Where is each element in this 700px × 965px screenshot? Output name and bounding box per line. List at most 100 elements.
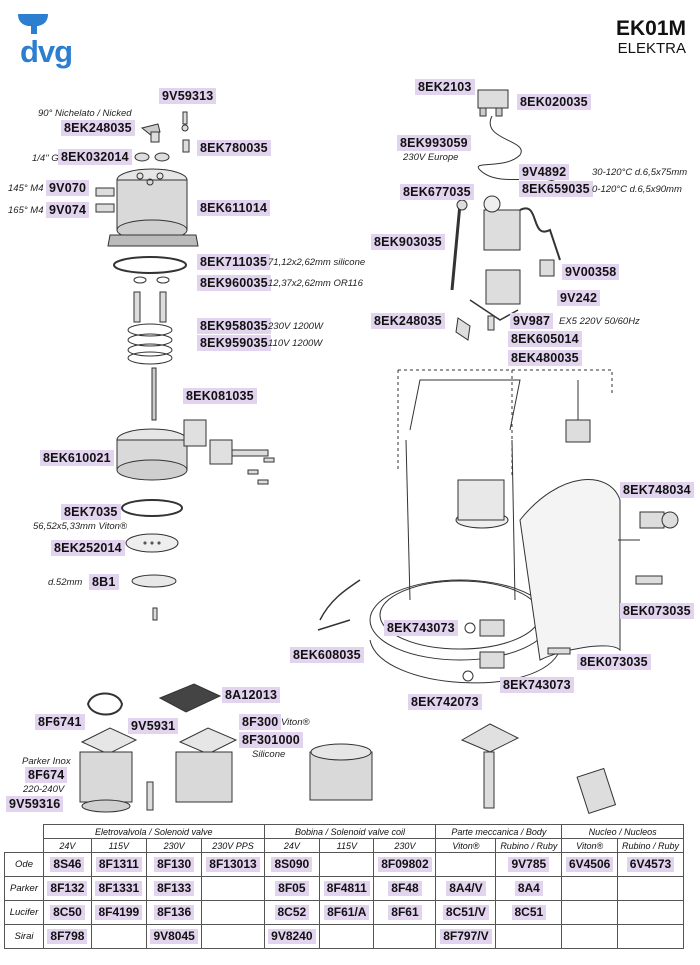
model-title: EK01M [615, 17, 686, 40]
part-label: 8EK960035 [197, 275, 271, 291]
part-label: 8EK081035 [183, 388, 257, 404]
table-cell [495, 924, 563, 949]
table-cell: 8C51 [495, 900, 563, 925]
part-label: 8EK711035 [197, 254, 271, 270]
row-label: Ode [4, 852, 44, 877]
table-cell: 8A4 [495, 876, 563, 901]
part-label: 8F300 [239, 714, 282, 730]
part-number: 8F61/A [324, 905, 370, 920]
part-number: 8F1331 [95, 881, 143, 896]
filter-icon [539, 259, 555, 277]
elbow-fitting-icon [140, 123, 161, 143]
table-cell [90, 924, 147, 949]
knob-icon [462, 619, 505, 682]
part-note: 71,12x2,62mm silicone [268, 257, 366, 268]
table-cell: 8F48 [373, 876, 437, 901]
table-cell: 8C50 [43, 900, 92, 925]
coil-only-icon [309, 743, 373, 801]
part-label: 9V59316 [6, 796, 64, 812]
group-header: Bobina / Solenoid valve coil [263, 824, 437, 839]
part-note: 30-120°C d.6,5x75mm [592, 167, 688, 178]
table-cell: 8F130 [145, 852, 203, 877]
part-note: 230V Europe [403, 152, 459, 163]
table-cell: 8F797/V [435, 924, 497, 949]
small-screw-icon [247, 457, 275, 485]
part-number: 8F1311 [95, 857, 142, 872]
part-number: 8C50 [50, 905, 85, 920]
capillary-icon [519, 207, 561, 261]
table-cell: 8F05 [263, 876, 321, 901]
part-number: 6V4573 [626, 857, 675, 872]
column-header: 24V [263, 838, 321, 853]
column-header: 24V [43, 838, 92, 853]
part-label: 8EK073035 [577, 654, 651, 670]
group-header: Eletrovalvola / Solenoid valve [43, 824, 265, 839]
part-number: 8F09802 [378, 857, 432, 872]
part-note: 145° M4 [8, 183, 44, 194]
group-header: Parte meccanica / Body [435, 824, 563, 839]
table-cell [435, 852, 497, 877]
part-number: 9V8045 [150, 929, 198, 944]
model-subtitle: ELEKTRA [617, 40, 686, 57]
table-cell: 9V8045 [145, 924, 203, 949]
table-cell: 9V8240 [263, 924, 321, 949]
part-label: 8B1 [89, 574, 119, 590]
shower-screen-icon [125, 533, 179, 553]
solenoid-gasket-icon [86, 692, 124, 716]
part-note: 90° Nichelato / Nicked [38, 108, 132, 119]
fitting-icon [95, 187, 115, 213]
part-number: 8C51/V [442, 905, 489, 920]
table-cell [201, 876, 265, 901]
table-cell: 8F61 [373, 900, 437, 925]
part-label: 9V987 [510, 313, 554, 329]
part-label: 8EK020035 [517, 94, 591, 110]
part-label: 8EK252014 [51, 540, 125, 556]
part-label: 8EK480035 [508, 350, 582, 366]
part-note: 12,37x2,62mm OR116 [268, 278, 363, 289]
table-cell [616, 876, 685, 901]
part-label: 8EK743073 [500, 677, 574, 693]
part-number: 8F132 [47, 881, 88, 896]
wiring-harness-icon [317, 579, 361, 631]
part-number: 8F4811 [323, 881, 370, 896]
table-cell [373, 924, 437, 949]
column-header: Rubino / Ruby [495, 838, 563, 853]
part-number: 8C51 [511, 905, 547, 920]
table-cell: 8S090 [263, 852, 321, 877]
part-label: 8EK959035 [197, 335, 271, 351]
part-number: 8F48 [388, 881, 422, 896]
column-header: Viton® [561, 838, 618, 853]
part-number: 8C52 [274, 905, 310, 920]
table-cell: 8F4199 [90, 900, 147, 925]
thermostat-icon [450, 199, 468, 291]
part-note: Parker Inox [22, 756, 71, 767]
table-cell: 8A4/V [435, 876, 497, 901]
pressure-switch-icon [483, 195, 521, 251]
side-panel-icon [519, 479, 621, 661]
part-note: 56,52x5,33mm Viton® [33, 521, 127, 532]
logo: dvg [14, 12, 94, 74]
nut-icon [134, 152, 170, 162]
part-note: Silicone [252, 749, 286, 760]
part-number: 8F61 [388, 905, 422, 920]
part-label: 8EK7035 [61, 504, 121, 520]
group-head-icon [116, 419, 269, 481]
pump-icon [469, 269, 521, 321]
part-label: 8EK248035 [371, 313, 445, 329]
row-label: Parker [4, 876, 44, 901]
row-label: Lucifer [4, 900, 44, 925]
part-label: 8EK742073 [408, 694, 482, 710]
table-cell [201, 900, 265, 925]
part-number: 8F13013 [206, 857, 260, 872]
part-label: 9V00358 [562, 264, 620, 280]
part-label: 8EK032014 [58, 149, 132, 165]
part-note: 0-120°C d.6,5x90mm [592, 184, 682, 195]
part-label: 8EK993059 [397, 135, 471, 151]
part-note: 230V 1200W [268, 321, 323, 332]
table-cell: 8S46 [43, 852, 92, 877]
part-label: 9V59313 [159, 88, 217, 104]
probe-rod-icon [151, 367, 157, 421]
steam-valve-icon [618, 511, 679, 541]
